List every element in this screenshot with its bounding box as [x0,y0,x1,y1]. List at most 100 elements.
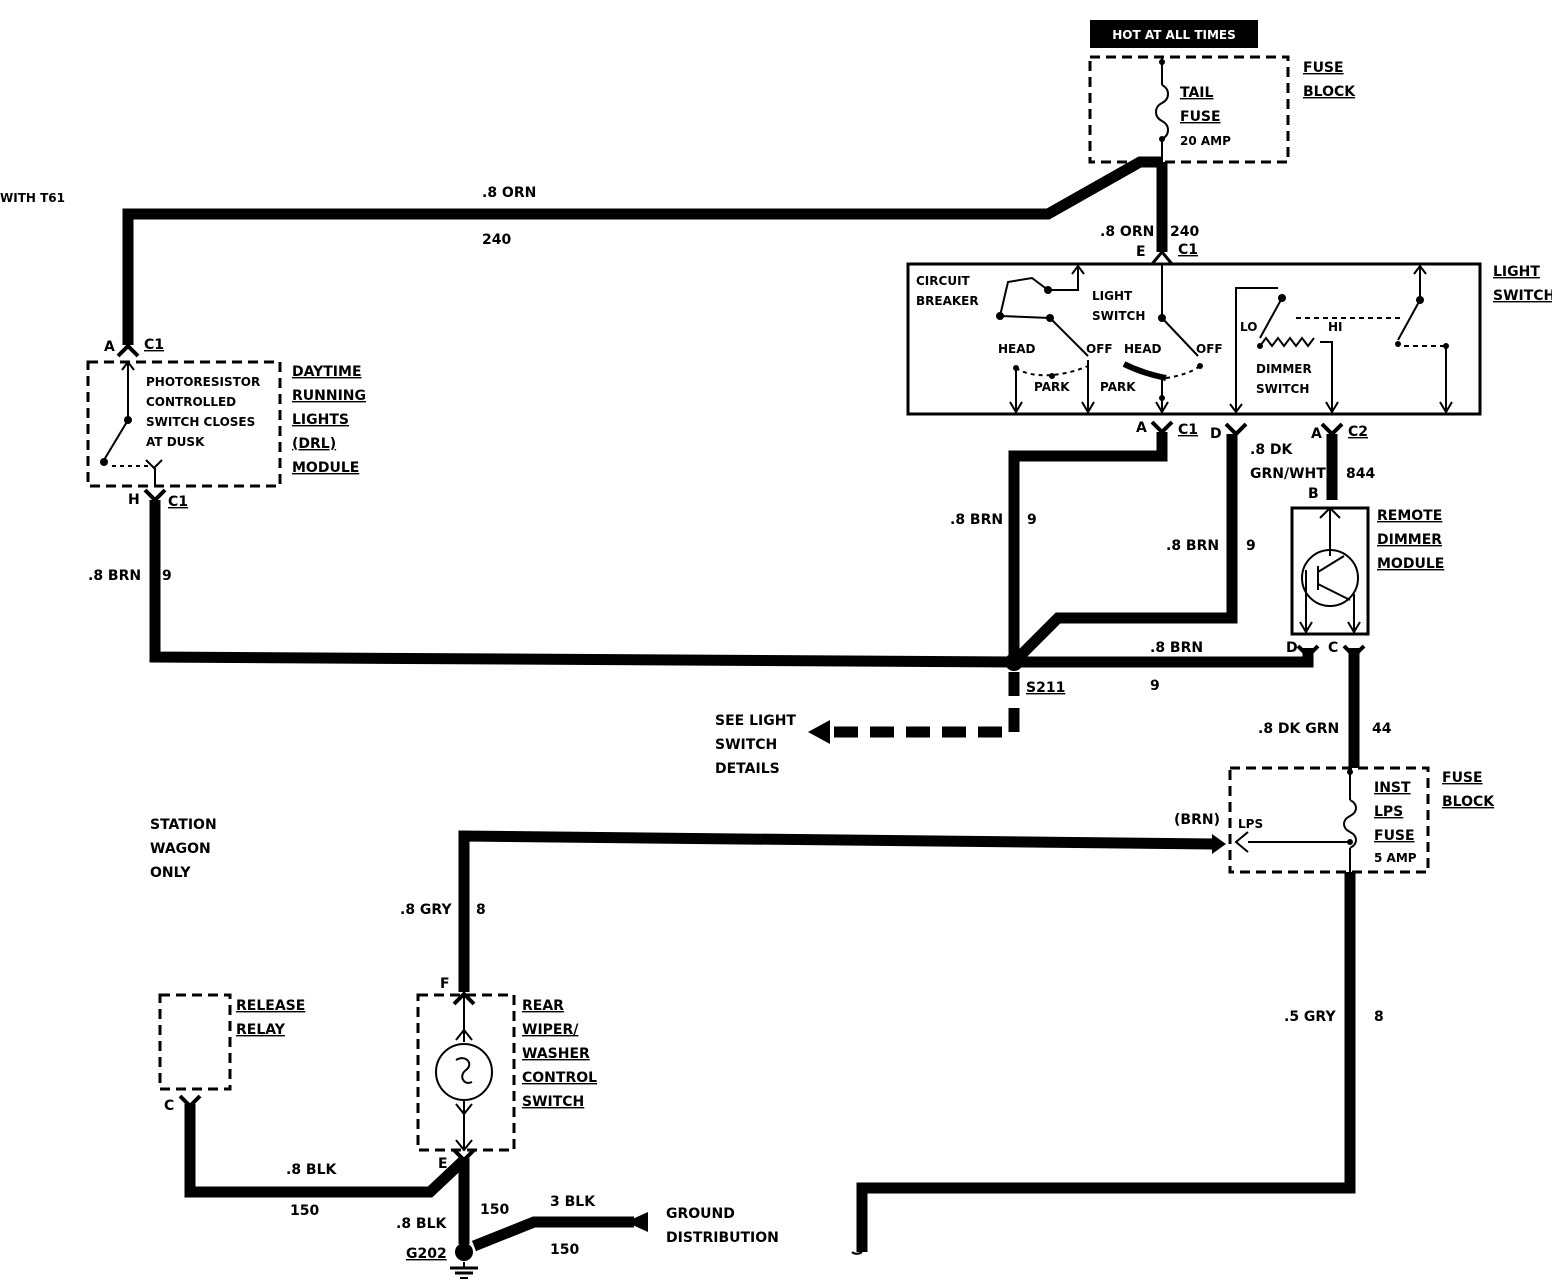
circuit-breaker-label-1: CIRCUIT [916,274,971,288]
wire-8gry-gauge: .8 GRY [400,902,452,918]
release-relay-box [158,993,232,1091]
see-note-3: DETAILS [715,761,780,777]
park-left: PARK [1034,380,1070,394]
ground-icon [450,1243,478,1279]
drl-bottom-connector [143,488,167,503]
ls-conn-c2: C2 [1348,424,1368,440]
wire-brn-from-ls-a [1008,432,1168,662]
wire-brn-rdm-circuit: 9 [1150,678,1160,694]
brn-label: (BRN) [1174,812,1220,828]
ls-pin-a: A [1136,420,1147,436]
wire-844-gauge-2: GRN/WHT [1250,466,1326,482]
remote-dimmer-label-3: MODULE [1377,556,1444,572]
drl-pin-a: A [104,339,115,355]
wire-brn-from-drl [149,500,1015,668]
wire-44-circuit: 44 [1372,721,1392,737]
wire-844-circuit: 844 [1346,466,1375,482]
wire-150c-gauge: 3 BLK [550,1194,596,1210]
rear-wiper-top-connector [452,991,476,1006]
fuse-block-top-label-1: FUSE [1303,60,1344,76]
rear-wiper-label-2: WIPER/ [522,1022,579,1038]
light-switch-label-2: SWITCH [1493,288,1552,304]
wire-brn-a-gauge: .8 BRN [950,512,1003,528]
wire-150b-circuit: 150 [480,1202,509,1218]
light-switch-pin-e: E [1136,244,1146,260]
ls-pin-a2: A [1311,426,1322,442]
release-relay-label-1: RELEASE [236,998,305,1014]
rear-wiper-motor-icon [435,996,493,1152]
see-note-2: SWITCH [715,737,777,753]
drl-label-1: DAYTIME [292,364,362,380]
ground-label-2: DISTRIBUTION [666,1230,779,1246]
wire-3blk [471,1216,634,1252]
rear-wiper-label-1: REAR [522,998,564,1014]
lps-terminal-label: LPS [1238,817,1263,831]
inst-fuse-name-2: LPS [1374,804,1403,820]
hot-banner-text: HOT AT ALL TIMES [1112,28,1236,42]
wire-8gry [458,830,1215,992]
off-right: OFF [1196,342,1223,356]
drl-top-connector [116,343,140,358]
wire-brn-rdm-gauge: .8 BRN [1150,640,1203,656]
drl-desc-3: SWITCH CLOSES [146,415,255,429]
wire-brn-left-circuit: 9 [162,568,172,584]
rear-wiper-label-3: WASHER [522,1046,590,1062]
light-switch-box [906,262,1482,416]
park-right: PARK [1100,380,1136,394]
fuse-block-bottom [1228,766,1430,874]
light-switch-conn-c1-top: C1 [1178,242,1198,258]
dimmer-switch-2: SWITCH [1256,382,1309,396]
splice-s211-label: S211 [1026,680,1065,696]
drl-conn-bottom: C1 [168,494,188,510]
inst-fuse-name-3: FUSE [1374,828,1415,844]
wire-brn-from-ls-d [1010,434,1238,666]
wire-150-from-relay [184,1104,468,1198]
wire-240-vert-circuit: 240 [1170,224,1199,240]
wire-844-gauge-1: .8 DK [1250,442,1294,458]
drl-desc-1: PHOTORESISTOR [146,375,260,389]
wire-5gry [856,872,1356,1252]
wire-240-vert-gauge: .8 ORN [1100,224,1154,240]
fuse-block-top [1088,55,1290,164]
tail-fuse-rating: 20 AMP [1180,134,1231,148]
drl-module-box [86,360,282,488]
wire-240-top-gauge: .8 ORN [482,185,536,201]
inst-fuse-name-1: INST [1374,780,1411,796]
rear-wiper-switch-box [416,993,516,1152]
light-switch-internals [996,264,1453,414]
off-left: OFF [1086,342,1113,356]
remote-dimmer-label-1: REMOTE [1377,508,1442,524]
drl-desc-4: AT DUSK [146,435,205,449]
fuse-block-top-label-2: BLOCK [1303,84,1356,100]
drl-label-2: RUNNING [292,388,366,404]
station-note-3: ONLY [150,865,191,881]
tail-fuse-name-2: FUSE [1180,109,1221,125]
wire-150a-circuit: 150 [290,1203,319,1219]
fuse-block-bottom-label-1: FUSE [1442,770,1483,786]
drl-desc-2: CONTROLLED [146,395,236,409]
remote-dimmer-label-2: DIMMER [1377,532,1442,548]
ground-id: G202 [406,1246,447,1262]
rdm-pin-b: B [1308,486,1319,502]
tail-fuse-name-1: TAIL [1180,85,1214,101]
drl-label-4: (DRL) [292,436,336,452]
connector-e-symbol [1150,249,1174,265]
transistor-icon [1299,506,1361,634]
inst-fuse-rating: 5 AMP [1374,851,1417,865]
light-switch-inner-2: SWITCH [1092,309,1145,323]
light-switch-inner-1: LIGHT [1092,289,1133,303]
rear-wiper-pin-f: F [440,976,450,992]
dimmer-switch-1: DIMMER [1256,362,1312,376]
drl-label-3: LIGHTS [292,412,349,428]
rear-wiper-label-4: CONTROL [522,1070,597,1086]
head-left: HEAD [998,342,1036,356]
station-note-2: WAGON [150,841,211,857]
light-switch-label-1: LIGHT [1493,264,1540,280]
tail-fuse-symbol [1155,57,1169,162]
wire-150c-circuit: 150 [550,1242,579,1258]
wire-brn-left-gauge: .8 BRN [88,568,141,584]
see-note-1: SEE LIGHT [715,713,796,729]
ls-conn-c1-bottom: C1 [1178,422,1198,438]
fuse-block-bottom-label-2: BLOCK [1442,794,1495,810]
option-note: WITH T61 [0,191,65,205]
